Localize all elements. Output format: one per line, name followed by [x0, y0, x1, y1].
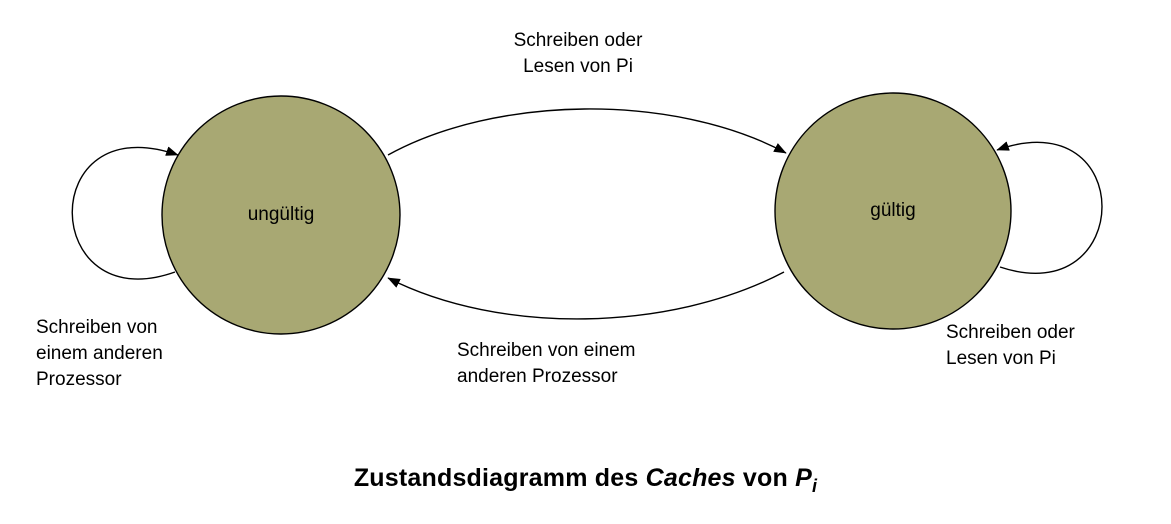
transition-arrow-bottom: [387, 271, 785, 320]
self-loop-right-arrow: [996, 141, 1103, 274]
caption-text-1: Zustandsdiagramm des: [353, 464, 646, 492]
caption-text-2: von: [735, 464, 796, 492]
self-loop-label-right: Schreiben oder Lesen von Pi: [946, 322, 1075, 370]
caption-text-p: P: [795, 464, 812, 492]
state-circle-gueltig: [774, 92, 1012, 330]
state-label-gueltig: gültig: [870, 200, 916, 221]
self-loop-left-arrow: [71, 146, 179, 280]
diagram-caption: Zustandsdiagramm des Caches von Pi: [0, 464, 1171, 497]
state-circle-ungueltig: [161, 95, 401, 335]
transition-label-bottom: Schreiben von einem anderen Prozessor: [457, 340, 636, 388]
transition-arrow-top: [387, 108, 787, 156]
transition-label-top: Schreiben oder Lesen von Pi: [513, 30, 643, 78]
caption-text-caches: Caches: [645, 464, 736, 492]
caption-subscript-i: i: [811, 476, 818, 496]
state-label-ungueltig: ungültig: [247, 204, 315, 225]
self-loop-label-left: Schreiben von einem anderen Prozessor: [36, 317, 163, 391]
